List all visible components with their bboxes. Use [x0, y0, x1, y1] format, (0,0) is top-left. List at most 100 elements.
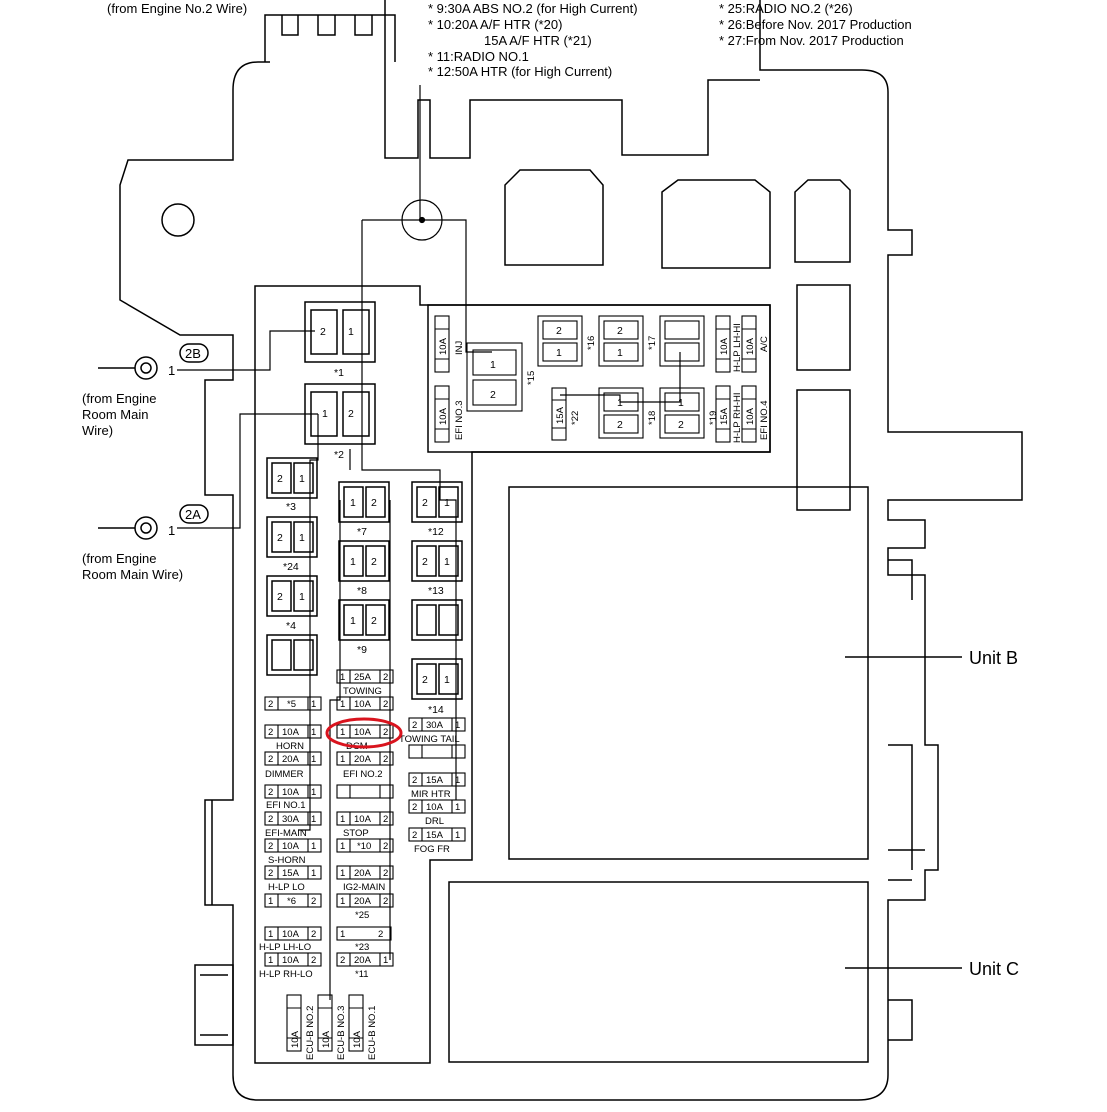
svg-text:2: 2 [412, 830, 417, 841]
label-room-main-wire-1a: (from Engine [82, 391, 156, 406]
label-room-main-wire-2a: (from Engine [82, 551, 156, 566]
relay-3: 2 1 *3 [266, 457, 318, 513]
relay-15-pin-b: 2 [490, 389, 496, 401]
fuse-s-horn-name: S-HORN [268, 855, 306, 866]
relay-19-pin-b: 2 [678, 419, 684, 431]
relay-12-id: *12 [428, 526, 444, 538]
svg-text:1: 1 [340, 672, 345, 683]
fuse-hlp-lo-name: H-LP LO [268, 882, 305, 893]
fuse-ig2-main-name: IG2-MAIN [343, 882, 385, 893]
unit-c-label: Unit C [969, 959, 1019, 979]
wiring [177, 85, 681, 1000]
connector-2b: 2B 1 (from Engine Room Main Wire) [82, 343, 209, 438]
note-26: * 26:Before Nov. 2017 Production [719, 17, 912, 32]
relay-1-id: *1 [334, 367, 344, 379]
svg-text:2: 2 [378, 929, 383, 940]
fuse-efi-no2-name: EFI NO.2 [343, 769, 383, 780]
connector-2a: 2A 1 (from Engine Room Main Wire) [82, 504, 209, 582]
note-27: * 27:From Nov. 2017 Production [719, 33, 904, 48]
svg-text:1: 1 [383, 955, 388, 966]
relay-12-pin-b: 1 [444, 497, 450, 509]
fuse-fog-fr-amp: 15A [426, 830, 444, 841]
fuse-ecub-no1-name: ECU-B NO.1 [367, 1006, 378, 1060]
svg-text:2: 2 [383, 814, 388, 825]
svg-text:1: 1 [311, 699, 316, 710]
svg-text:2: 2 [383, 727, 388, 738]
relay-24-pin-b: 1 [299, 532, 305, 544]
fuse-ecub-no2-amp: 10A [290, 1030, 301, 1048]
fuse-horn-amp: 10A [282, 727, 300, 738]
svg-text:2: 2 [311, 955, 316, 966]
fuse-22-amp: 15A [555, 406, 566, 424]
relay-8-id: *8 [357, 585, 367, 597]
fuse-efi-main-name: EFI-MAIN [265, 828, 307, 839]
connector-2a-pin: 1 [168, 523, 175, 538]
relay-7-pin-a: 1 [350, 497, 356, 509]
svg-text:1: 1 [455, 720, 460, 731]
relay-4: 2 1 *4 [266, 575, 318, 632]
relay-2-pin-a: 1 [322, 408, 328, 420]
fuse-drl-name: DRL [425, 816, 444, 827]
fuse-towing-name: TOWING [343, 686, 382, 697]
fuse-ecu-b-group: 10A ECU-B NO.2 10A ECU-B NO.3 10A ECU-B … [286, 994, 378, 1060]
fuse-area-outline [254, 285, 771, 1064]
svg-text:2: 2 [383, 896, 388, 907]
fuse-ecub-no2-name: ECU-B NO.2 [305, 1006, 316, 1060]
fuse-mir-htr-amp: 15A [426, 775, 444, 786]
fuse-efi-no1-amp: 10A [282, 787, 300, 798]
relay-1-pin-a: 2 [320, 326, 326, 338]
fuse-hlp-rh-hi-amp: 15A [719, 407, 730, 425]
svg-text:2: 2 [311, 896, 316, 907]
note-10: * 10:20A A/F HTR (*20) [428, 17, 562, 32]
fuse-efi-no1-name: EFI NO.1 [266, 800, 306, 811]
fuse-11-id: *11 [355, 969, 369, 980]
fuse-ecub-no3-name: ECU-B NO.3 [336, 1006, 347, 1060]
label-room-main-wire-2b: Room Main Wire) [82, 567, 183, 582]
svg-text:2: 2 [268, 699, 273, 710]
fuse-hlp-rh-lo-name: H-LP RH-LO [259, 969, 313, 980]
note-10b: 15A A/F HTR (*21) [484, 33, 592, 48]
relay-24: 2 1 *24 [266, 516, 318, 573]
note-12: * 12:50A HTR (for High Current) [428, 64, 612, 79]
relay-spare-left [266, 634, 318, 676]
upper-right-block: 10A INJ 10A EFI NO.3 1 2 *15 15A *22 2 1… [434, 315, 770, 443]
fuse-towing-tail-name: TOWING TAIL [399, 734, 460, 745]
svg-text:2: 2 [268, 754, 273, 765]
svg-text:2: 2 [268, 787, 273, 798]
fuse-10-id: *10 [357, 841, 371, 852]
fuse-efi-main-amp: 30A [282, 814, 300, 825]
svg-text:2: 2 [412, 720, 417, 731]
relay-16-pin-b: 1 [556, 347, 562, 359]
svg-text:1: 1 [340, 841, 345, 852]
fuse-ecu-amp: 10A [354, 699, 372, 710]
svg-text:1: 1 [268, 896, 273, 907]
fuse-hlp-lo-amp: 15A [282, 868, 300, 879]
relay-8: 1 2 *8 [338, 540, 390, 597]
connector-2b-label: 2B [185, 346, 201, 361]
label-room-main-wire-1c: Wire) [82, 423, 113, 438]
relay-3-id: *3 [286, 501, 296, 513]
relay-14-pin-b: 1 [444, 674, 450, 686]
fuse-efi-no3-name: EFI NO.3 [454, 400, 465, 440]
fuse-ac-amp: 10A [745, 337, 756, 355]
fuse-efi-no2-amp: 20A [354, 754, 372, 765]
relay-14-pin-a: 2 [422, 674, 428, 686]
connector-2a-label: 2A [185, 507, 201, 522]
fuse-25-amp: 20A [354, 896, 372, 907]
fuse-efi-no4-name: EFI NO.4 [759, 400, 770, 440]
svg-text:2: 2 [383, 841, 388, 852]
top-connectors [504, 169, 851, 511]
relay-24-id: *24 [283, 561, 299, 573]
relay-7-pin-b: 2 [371, 497, 377, 509]
relay-9-id: *9 [357, 644, 367, 656]
relay-12-pin-a: 2 [422, 497, 428, 509]
relay-2-id: *2 [334, 449, 344, 461]
fuse-towing-amp: 25A [354, 672, 372, 683]
fuse-inj-name: INJ [454, 341, 465, 356]
relay-4-pin-b: 1 [299, 591, 305, 603]
